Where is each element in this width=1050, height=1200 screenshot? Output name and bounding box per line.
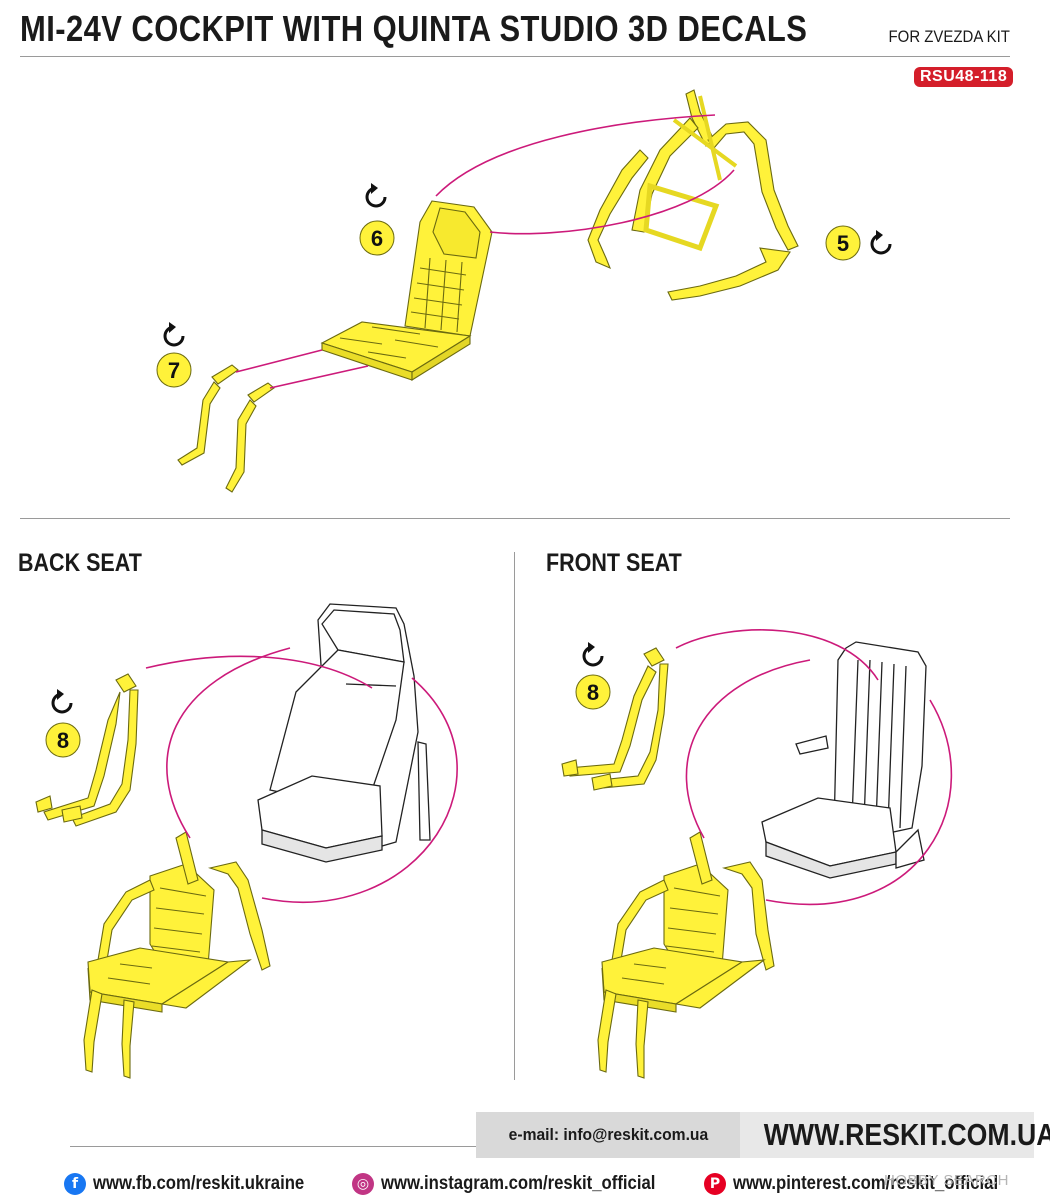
- title-divider: [20, 56, 1010, 57]
- back-seat-heading: BACK SEAT: [18, 549, 142, 577]
- facebook-link[interactable]: f www.fb.com/reskit.ukraine: [64, 1173, 333, 1195]
- assembly-diagram: 6 5 7: [35, 89, 953, 1079]
- front-seat-step-8: 8: [575, 640, 611, 710]
- front-seat-guide-lines: [675, 629, 953, 906]
- step-7: 7: [156, 320, 192, 388]
- back-seat-shell: [257, 603, 431, 863]
- back-seat-belts: [35, 673, 139, 827]
- pinterest-url: www.pinterest.com/reskit_official: [733, 1173, 999, 1194]
- top-lap-belts: [177, 364, 275, 493]
- facebook-icon: f: [64, 1173, 86, 1195]
- pinterest-icon: P: [704, 1173, 726, 1195]
- top-seat-back: [404, 200, 493, 337]
- front-seat-step-label: 8: [587, 680, 599, 705]
- column-divider: [514, 552, 515, 1080]
- step-5: 5: [825, 225, 892, 261]
- front-seat-shell: [761, 641, 927, 879]
- website-link[interactable]: WWW.RESKIT.COM.UA: [740, 1112, 1050, 1158]
- back-seat-step-label: 8: [57, 728, 69, 753]
- instagram-icon: ◎: [352, 1173, 374, 1195]
- top-seat-pan: [320, 321, 472, 381]
- email-link[interactable]: e-mail: info@reskit.com.ua: [476, 1112, 740, 1158]
- front-seat-belts: [561, 647, 669, 791]
- step-6: 6: [359, 181, 395, 256]
- back-seat-guide-lines: [145, 647, 458, 903]
- step-7-label: 7: [168, 358, 180, 383]
- product-code-badge: RSU48-118: [914, 67, 1014, 87]
- front-seat-harness: [597, 831, 775, 1079]
- front-seat-heading: FRONT SEAT: [546, 549, 682, 577]
- watermark: HOBBY SEARCH: [884, 1172, 1009, 1189]
- facebook-url: www.fb.com/reskit.ukraine: [93, 1173, 305, 1194]
- instagram-url: www.instagram.com/reskit_official: [381, 1173, 656, 1194]
- top-guide-lines: [235, 114, 735, 389]
- footer-divider: [70, 1146, 476, 1147]
- back-seat-step-8: 8: [45, 687, 81, 758]
- instagram-link[interactable]: ◎ www.instagram.com/reskit_official: [352, 1173, 693, 1195]
- pinterest-link[interactable]: P www.pinterest.com/reskit_official: [704, 1173, 1034, 1195]
- section-divider: [20, 518, 1010, 519]
- step-5-label: 5: [837, 231, 849, 256]
- page-title: MI-24V COCKPIT WITH QUINTA STUDIO 3D DEC…: [20, 8, 808, 49]
- top-shoulder-harness: [587, 89, 799, 301]
- back-seat-harness: [83, 831, 271, 1079]
- step-6-label: 6: [371, 226, 383, 251]
- kit-subtitle: FOR ZVEZDA KIT: [888, 27, 1010, 46]
